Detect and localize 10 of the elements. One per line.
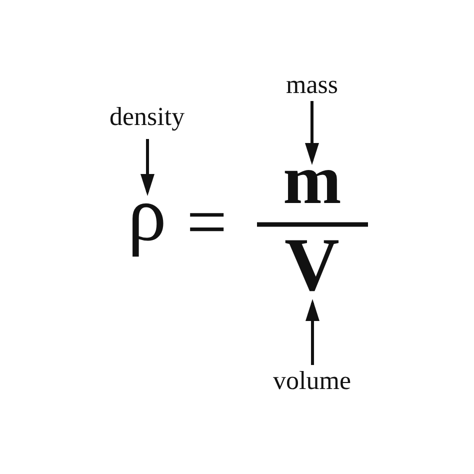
math-variable: V bbox=[284, 234, 340, 299]
rho-symbol: ρ bbox=[128, 196, 166, 266]
arrow bbox=[305, 101, 319, 165]
equals-sign: = bbox=[186, 209, 228, 244]
arrow bbox=[306, 299, 320, 365]
annotation-label: mass bbox=[286, 75, 338, 101]
annotation-label: density bbox=[110, 102, 185, 138]
annotation-label: volume bbox=[273, 364, 351, 396]
math-variable: m bbox=[283, 164, 342, 212]
arrow bbox=[140, 139, 154, 196]
